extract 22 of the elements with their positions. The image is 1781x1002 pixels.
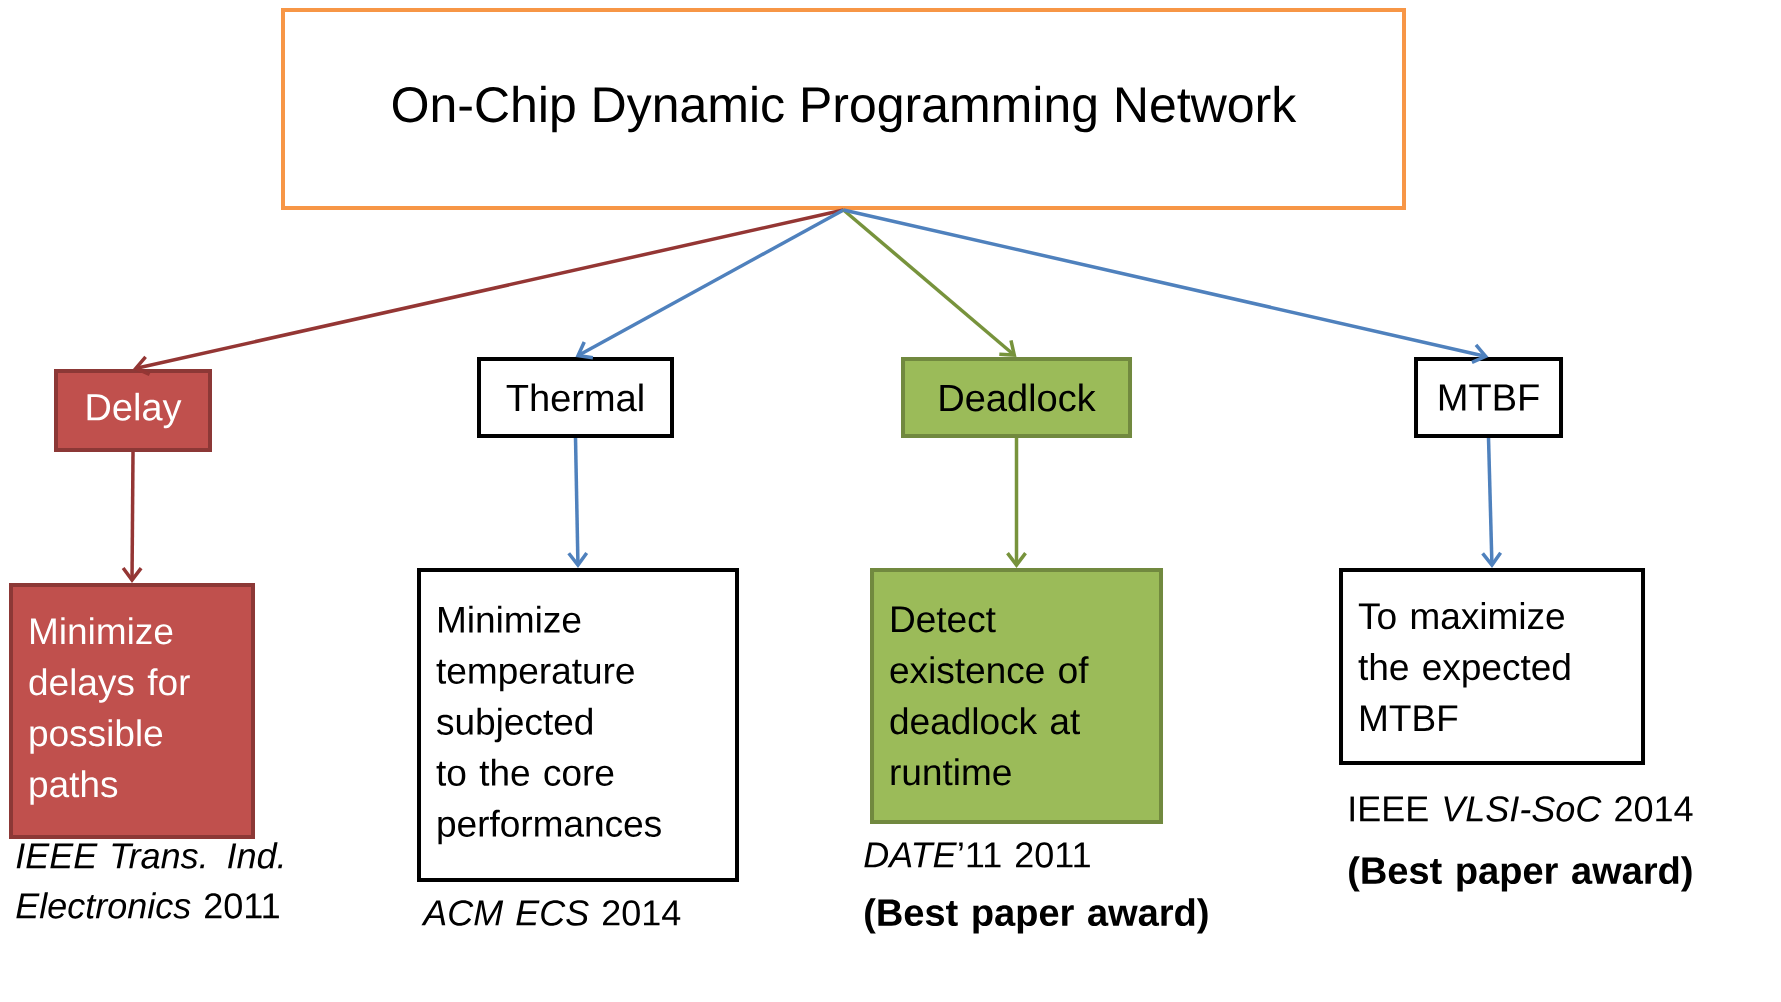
arrow xyxy=(843,208,1489,365)
citation-text: IEEE Trans. Ind. Electronics 2011 xyxy=(16,842,283,919)
description-box: Minimize delays for possible paths xyxy=(9,583,255,839)
arrow xyxy=(121,452,143,583)
citation-text: DATE’11 2011 xyxy=(864,842,1090,868)
description-box: To maximize the expected MTBF xyxy=(1339,568,1645,765)
arrow xyxy=(567,437,589,568)
arrow xyxy=(1481,437,1503,568)
arrow xyxy=(133,208,844,377)
category-box: Thermal xyxy=(477,357,674,438)
award-text: (Best paper award) xyxy=(1349,856,1692,892)
citation-text: IEEE VLSI-SoC 2014 xyxy=(1350,796,1693,822)
citation-text: ACM ECS 2014 xyxy=(421,900,681,926)
description-box: Minimize temperature subjected to the core performances xyxy=(417,568,739,882)
award-text: (Best paper award) xyxy=(865,898,1208,934)
arrow xyxy=(575,208,845,360)
category-box: MTBF xyxy=(1414,357,1563,438)
category-box: Delay xyxy=(54,369,212,452)
category-box: Deadlock xyxy=(901,357,1132,438)
title-box: On-Chip Dynamic Programming Network xyxy=(281,8,1406,210)
arrow xyxy=(1006,438,1027,568)
description-box: Detect existence of deadlock at runtime xyxy=(870,568,1163,824)
